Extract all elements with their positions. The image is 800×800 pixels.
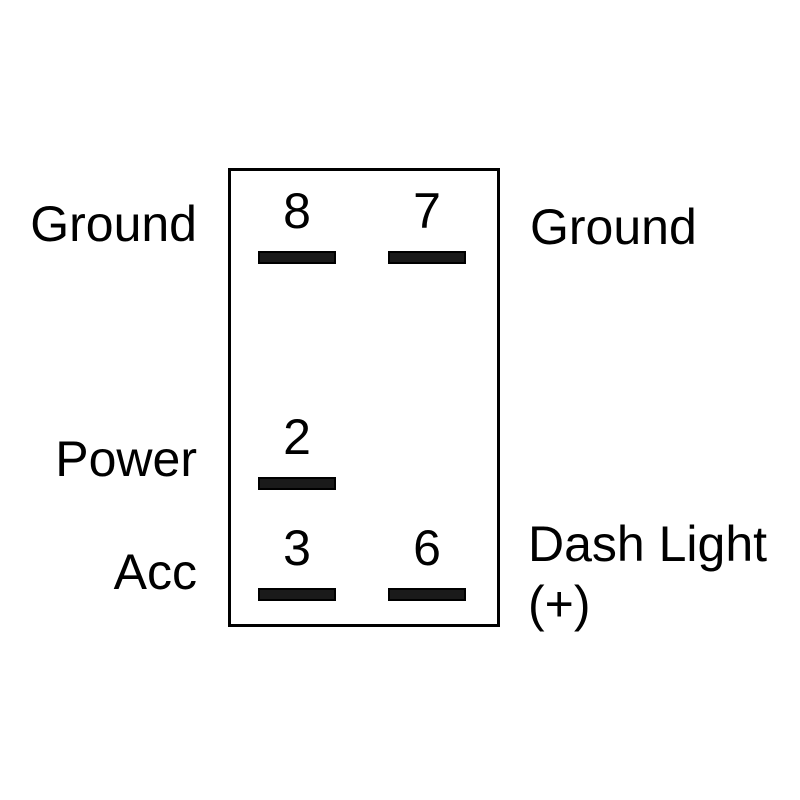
terminal-3-blade-icon bbox=[258, 588, 336, 601]
terminal-8: 8 bbox=[237, 186, 357, 264]
terminal-6-number: 6 bbox=[413, 520, 441, 576]
label-power: Power bbox=[55, 431, 197, 487]
label-ground-right: Ground bbox=[530, 199, 697, 255]
terminal-7-number: 7 bbox=[413, 183, 441, 239]
label-acc: Acc bbox=[113, 544, 197, 600]
terminal-3-number: 3 bbox=[283, 520, 311, 576]
switch-body-outline bbox=[228, 168, 500, 627]
terminal-8-number: 8 bbox=[283, 183, 311, 239]
terminal-2: 2 bbox=[237, 412, 357, 490]
terminal-8-blade-icon bbox=[258, 251, 336, 264]
terminal-7-blade-icon bbox=[388, 251, 466, 264]
terminal-6-blade-icon bbox=[388, 588, 466, 601]
terminal-2-blade-icon bbox=[258, 477, 336, 490]
terminal-6: 6 bbox=[367, 523, 487, 601]
terminal-7: 7 bbox=[367, 186, 487, 264]
label-dash-light: Dash Light (+) bbox=[528, 516, 768, 632]
terminal-2-number: 2 bbox=[283, 409, 311, 465]
label-ground-left: Ground bbox=[30, 196, 197, 252]
terminal-3: 3 bbox=[237, 523, 357, 601]
